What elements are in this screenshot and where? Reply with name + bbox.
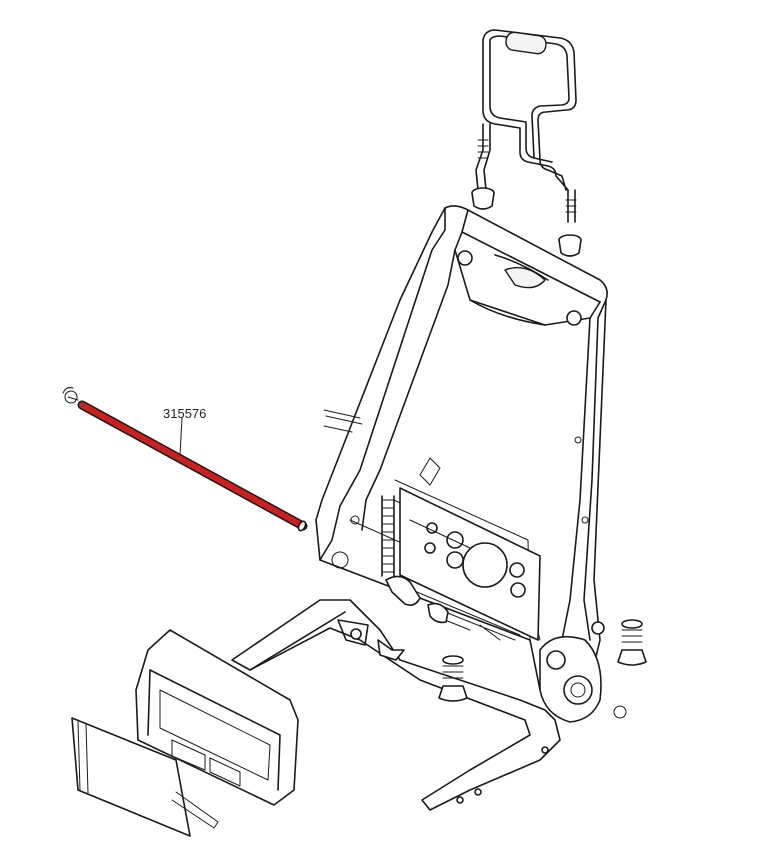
part-number-label[interactable]: 315576 (163, 406, 206, 421)
tension-spring[interactable] (381, 495, 395, 577)
retaining-pins[interactable] (323, 409, 363, 433)
part-callout: 315576 (163, 406, 206, 456)
recliner-mechanism[interactable] (539, 621, 605, 723)
side-cover[interactable] (135, 629, 299, 806)
cushion-springs[interactable] (438, 619, 647, 719)
trim-panel[interactable] (71, 717, 219, 837)
release-lever[interactable] (377, 575, 449, 661)
backrest-frame[interactable] (315, 205, 608, 701)
headrest-frame[interactable] (475, 29, 577, 223)
highlighted-rod[interactable] (62, 387, 308, 532)
rod-highlight (79, 402, 306, 529)
